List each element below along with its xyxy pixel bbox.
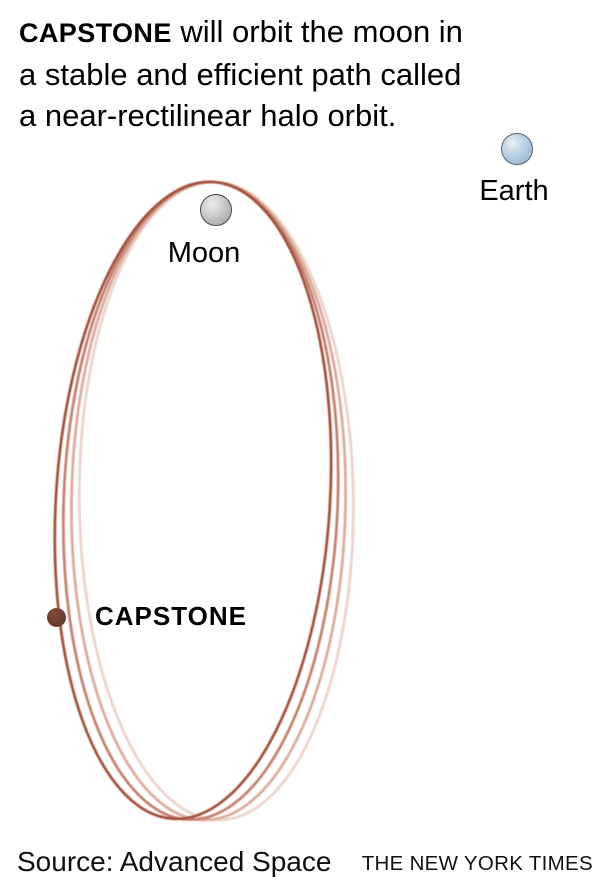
headline-line2: a stable and efficient path called (19, 57, 462, 92)
headline: CAPSTONE will orbit the moon in a stable… (19, 11, 594, 136)
headline-line3: a near-rectilinear halo orbit. (19, 98, 397, 133)
moon-sphere (200, 194, 232, 226)
source-credit: Source: Advanced Space (17, 846, 332, 877)
capstone-spacecraft-dot (47, 608, 66, 627)
earth-sphere (501, 133, 533, 165)
moon-label: Moon (167, 237, 241, 269)
earth-label: Earth (479, 175, 549, 207)
orbit-trace-medium (61, 180, 340, 821)
publisher-credit: THE NEW YORK TIMES (361, 852, 593, 875)
headline-line1-rest: will orbit the moon in (171, 14, 463, 49)
headline-lead: CAPSTONE (19, 18, 172, 48)
orbit-trace-dark (53, 180, 333, 821)
capstone-label: CAPSTONE (95, 601, 247, 631)
orbit-trace-lightest (77, 180, 355, 822)
